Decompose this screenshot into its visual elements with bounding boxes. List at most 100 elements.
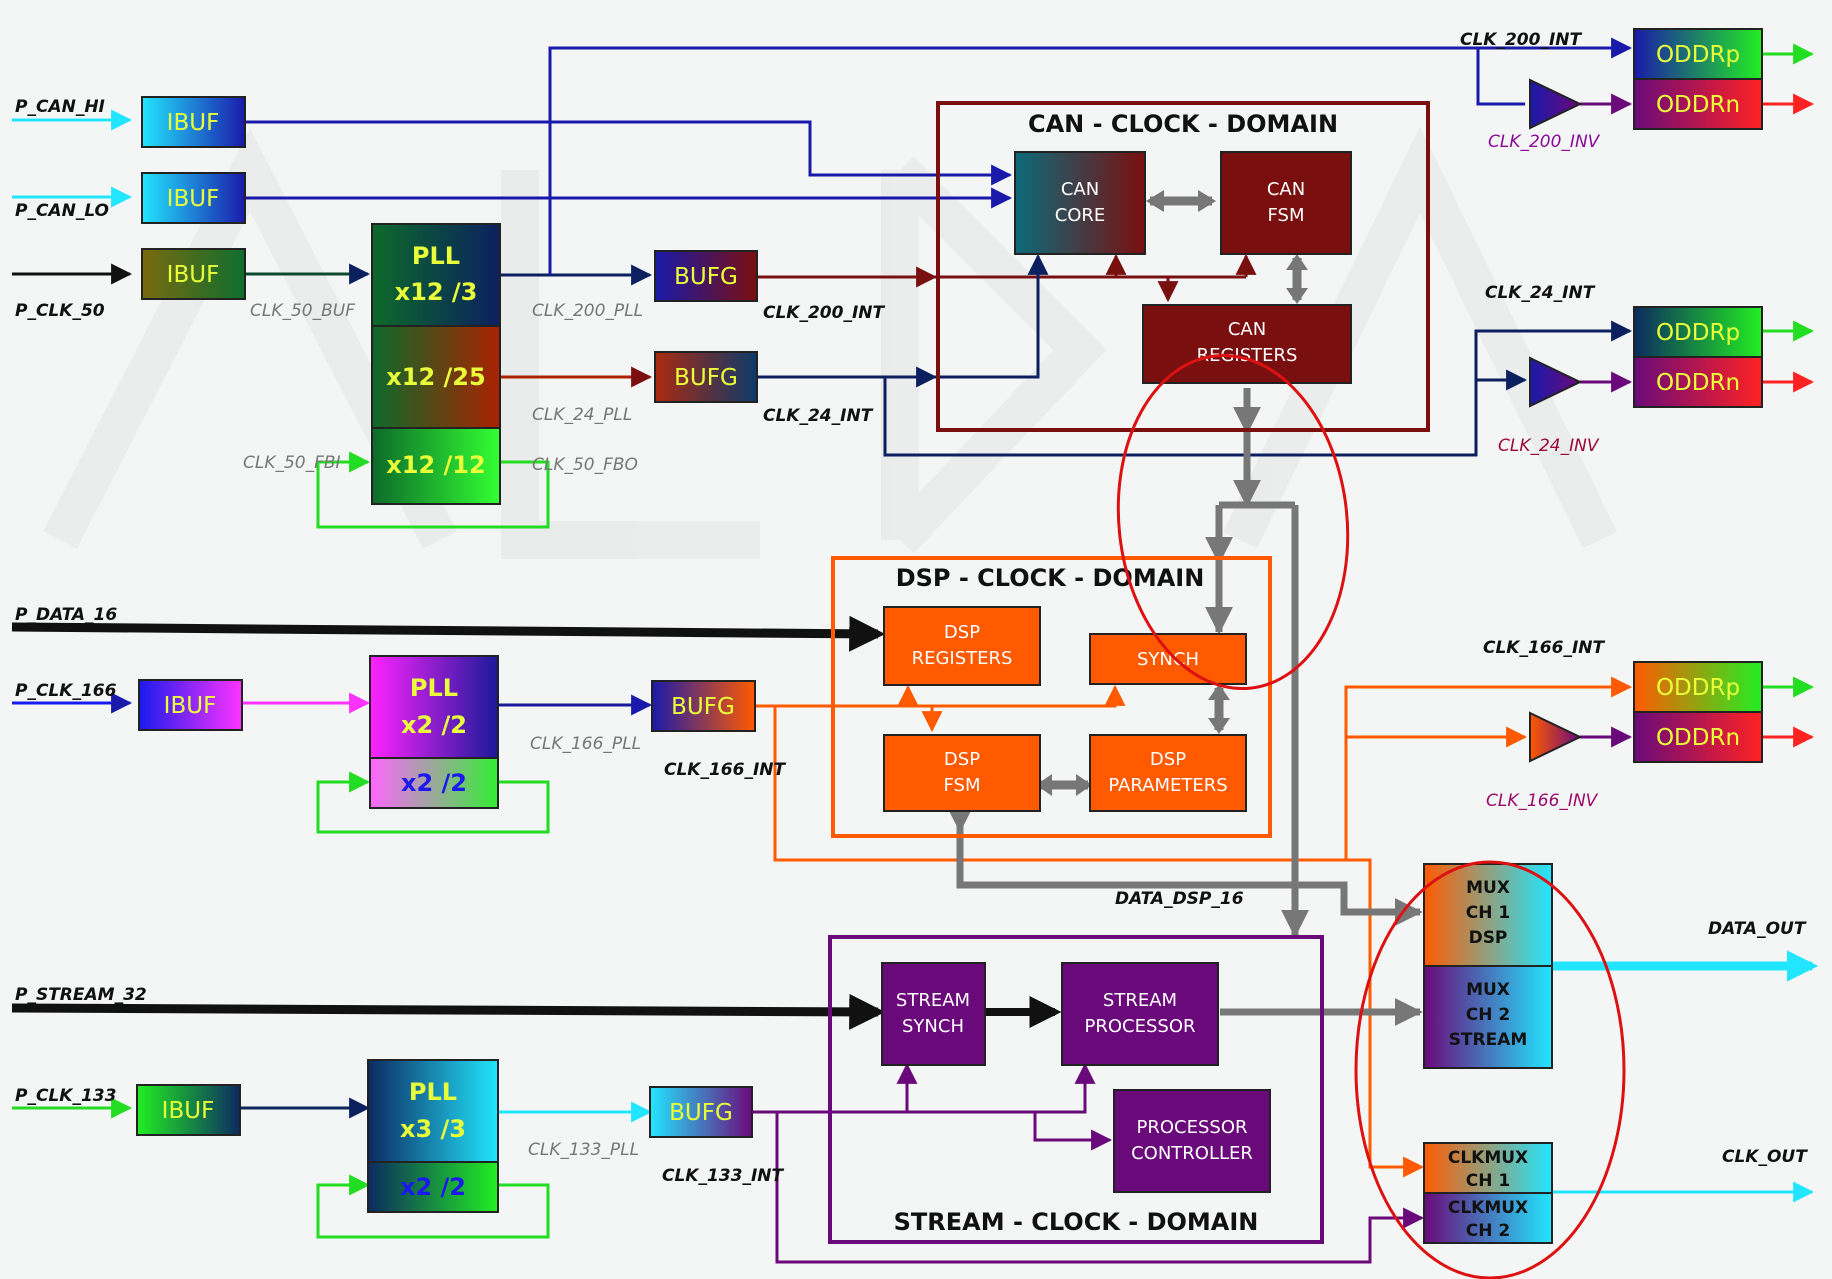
pll-ratio-166: x2 /2 bbox=[401, 711, 467, 739]
watermark bbox=[60, 170, 1600, 540]
can-core-block: CAN CORE bbox=[1014, 151, 1146, 255]
mux-ch2-block: MUX CH 2 STREAM bbox=[1423, 965, 1553, 1069]
bufg-200: BUFG bbox=[654, 250, 758, 302]
oddr-200: ODDRp ODDRn bbox=[1633, 28, 1763, 130]
bufg-label: BUFG bbox=[671, 694, 735, 720]
highlight-ellipse-mux bbox=[1354, 860, 1626, 1279]
label-clk-133-int: CLK_133_INT bbox=[662, 1166, 785, 1186]
can-fsm-line1: CAN bbox=[1267, 179, 1305, 200]
ibuf-label: IBUF bbox=[167, 262, 220, 288]
pll-ratio-24: x12 /25 bbox=[386, 363, 485, 391]
label-clk-50-fbi: CLK_50_FBI bbox=[243, 453, 341, 473]
pll-ratio-50: x12 /12 bbox=[386, 451, 485, 479]
clkmux-ch2-line2: CH 2 bbox=[1466, 1221, 1510, 1241]
pll-166: PLL x2 /2 x2 /2 bbox=[369, 655, 499, 809]
label-p-stream-32: P_STREAM_32 bbox=[15, 985, 147, 1005]
pll-title: PLL bbox=[412, 242, 460, 270]
label-clk-24-int: CLK_24_INT bbox=[763, 406, 874, 426]
processor-controller-line1: PROCESSOR bbox=[1137, 1117, 1248, 1138]
stream-domain-title: STREAM - CLOCK - DOMAIN bbox=[894, 1208, 1259, 1236]
ibuf-label: IBUF bbox=[162, 1098, 215, 1124]
can-registers-line2: REGISTERS bbox=[1197, 345, 1298, 366]
clkmux-ch2-block: CLKMUX CH 2 bbox=[1423, 1192, 1553, 1244]
label-clk-200-int: CLK_200_INT bbox=[763, 303, 886, 323]
processor-controller-block: PROCESSOR CONTROLLER bbox=[1113, 1089, 1271, 1193]
dsp-parameters-line1: DSP bbox=[1150, 749, 1186, 770]
label-p-clk-50: P_CLK_50 bbox=[15, 301, 105, 321]
oddrp-label: ODDRp bbox=[1656, 42, 1740, 68]
label-clk-166-int: CLK_166_INT bbox=[664, 760, 787, 780]
can-clock-domain: CAN - CLOCK - DOMAIN bbox=[936, 101, 1430, 432]
highlight-ellipse-can-dsp bbox=[1116, 353, 1350, 691]
label-clk-133-pll: CLK_133_PLL bbox=[528, 1140, 639, 1160]
label-p-clk-166: P_CLK_166 bbox=[15, 681, 117, 701]
label-p-can-lo: P_CAN_LO bbox=[15, 201, 109, 221]
ibuf-clk-50: IBUF bbox=[141, 248, 246, 300]
inverter-24 bbox=[1529, 356, 1583, 408]
stream-clock-domain: STREAM - CLOCK - DOMAIN bbox=[828, 935, 1324, 1244]
label-p-can-hi: P_CAN_HI bbox=[15, 97, 105, 117]
pll-title: PLL bbox=[409, 1078, 457, 1106]
mux-ch1-block: MUX CH 1 DSP bbox=[1423, 863, 1553, 967]
bufg-label: BUFG bbox=[674, 365, 738, 391]
clkmux-ch1-line1: CLKMUX bbox=[1448, 1148, 1528, 1168]
bufg-24: BUFG bbox=[654, 351, 758, 403]
dsp-registers-line2: REGISTERS bbox=[912, 648, 1013, 669]
label-p-clk-133: P_CLK_133 bbox=[15, 1086, 116, 1106]
oddrp-label: ODDRp bbox=[1656, 675, 1740, 701]
pll-50: PLL x12 /3 x12 /25 x12 /12 bbox=[371, 223, 501, 505]
oddr-24: ODDRp ODDRn bbox=[1633, 306, 1763, 408]
label-clk-24-inv: CLK_24_INV bbox=[1498, 436, 1600, 456]
ibuf-label: IBUF bbox=[164, 693, 217, 719]
oddrp-label: ODDRp bbox=[1656, 320, 1740, 346]
ibuf-label: IBUF bbox=[167, 110, 220, 136]
dsp-parameters-line2: PARAMETERS bbox=[1108, 775, 1227, 796]
label-data-dsp-16: DATA_DSP_16 bbox=[1115, 889, 1244, 909]
bufg-label: BUFG bbox=[674, 264, 738, 290]
label-clk-24-pll: CLK_24_PLL bbox=[532, 405, 632, 425]
pll-133: PLL x3 /3 x2 /2 bbox=[367, 1059, 499, 1213]
pll-ratio-133: x3 /3 bbox=[400, 1115, 466, 1143]
highlight-annotations bbox=[1116, 353, 1626, 1279]
inverter-200 bbox=[1529, 78, 1583, 130]
wires bbox=[11, 37, 1819, 1264]
clkmux-ch1-line2: CH 1 bbox=[1466, 1171, 1510, 1191]
dsp-fsm-block: DSP FSM bbox=[883, 734, 1041, 812]
dsp-fsm-line1: DSP bbox=[944, 749, 980, 770]
dsp-domain-title: DSP - CLOCK - DOMAIN bbox=[896, 564, 1205, 592]
blocks: IBUF IBUF IBUF IBUF IBUF PLL x12 /3 x12 … bbox=[136, 28, 1763, 1244]
label-clk-50-fbo: CLK_50_FBO bbox=[532, 455, 638, 475]
label-data-out: DATA_OUT bbox=[1708, 919, 1807, 939]
can-registers-line1: CAN bbox=[1228, 319, 1266, 340]
pll-title: PLL bbox=[410, 674, 458, 702]
stream-processor-block: STREAM PROCESSOR bbox=[1061, 962, 1219, 1066]
pll-ratio-200: x12 /3 bbox=[395, 278, 478, 306]
processor-controller-line2: CONTROLLER bbox=[1131, 1143, 1253, 1164]
ibuf-can-lo: IBUF bbox=[141, 172, 246, 224]
oddrn-label: ODDRn bbox=[1656, 92, 1740, 118]
bufg-label: BUFG bbox=[669, 1100, 733, 1126]
can-core-line2: CORE bbox=[1055, 205, 1106, 226]
mux-ch1-line3: DSP bbox=[1469, 928, 1508, 948]
dsp-registers-line1: DSP bbox=[944, 622, 980, 643]
oddrn-label: ODDRn bbox=[1656, 725, 1740, 751]
ibuf-clk-166: IBUF bbox=[138, 679, 243, 731]
ibuf-can-hi: IBUF bbox=[141, 96, 246, 148]
mux-ch2-line3: STREAM bbox=[1449, 1030, 1528, 1050]
ibuf-clk-133: IBUF bbox=[136, 1084, 241, 1136]
stream-processor-line2: PROCESSOR bbox=[1085, 1016, 1196, 1037]
label-clk-200-pll: CLK_200_PLL bbox=[532, 301, 643, 321]
clkmux-ch2-line1: CLKMUX bbox=[1448, 1198, 1528, 1218]
label-clk-166-pll: CLK_166_PLL bbox=[530, 734, 641, 754]
oddrn-label: ODDRn bbox=[1656, 370, 1740, 396]
mux-ch1-line1: MUX bbox=[1466, 878, 1510, 898]
label-p-data-16: P_DATA_16 bbox=[15, 605, 117, 625]
can-domain-title: CAN - CLOCK - DOMAIN bbox=[1028, 110, 1338, 138]
label-clk-out: CLK_OUT bbox=[1722, 1147, 1808, 1167]
stream-synch-block: STREAM SYNCH bbox=[881, 962, 986, 1066]
stream-synch-line2: SYNCH bbox=[902, 1016, 964, 1037]
pll-ratio-166-fb: x2 /2 bbox=[401, 769, 467, 797]
clkmux-ch1-block: CLKMUX CH 1 bbox=[1423, 1142, 1553, 1194]
dsp-clock-domain: DSP - CLOCK - DOMAIN bbox=[831, 556, 1272, 838]
